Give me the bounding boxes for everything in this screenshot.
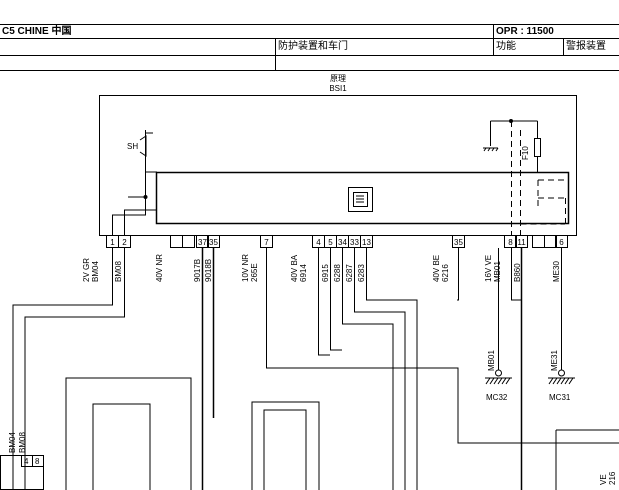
connector-pin-label: 6 xyxy=(559,238,564,247)
connector-pin-label: 1 xyxy=(110,238,115,247)
wire-label: 40V NR xyxy=(155,254,164,282)
wire-label: 6283 xyxy=(357,264,366,282)
dashed-paths xyxy=(511,121,566,235)
wire-label: B860 xyxy=(513,263,522,282)
wire-label: 2V GR xyxy=(82,258,91,282)
connector-pin-label: 33 xyxy=(350,238,359,247)
wire-label: 9018B xyxy=(204,259,213,282)
wire-label: 6216 xyxy=(441,264,450,282)
connector-pin-label: 8 xyxy=(508,238,513,247)
ground-mb01-icon xyxy=(485,369,512,385)
wire-label: 16V VE xyxy=(484,255,493,282)
wire-label: 6915 xyxy=(321,264,330,282)
left-pin-8: 8 xyxy=(35,457,40,466)
function-label: 功能 xyxy=(496,41,516,52)
ground2-ref: MC31 xyxy=(549,393,571,402)
ground1-ref: MC32 xyxy=(486,393,508,402)
left-label-bm08: BM08 xyxy=(18,432,27,453)
connector-pin-label: 5 xyxy=(328,238,333,247)
sh-switch-icon xyxy=(128,130,157,198)
wire-label: BM08 xyxy=(114,261,123,282)
vehicle-model: C5 CHINE 中国 xyxy=(2,26,72,37)
fuse-f10-icon xyxy=(483,120,541,173)
wire-label: 6288 xyxy=(333,264,342,282)
wire-label: BM04 xyxy=(91,261,100,282)
connector-pin-label: 4 xyxy=(316,238,321,247)
left-label-bm04: BM04 xyxy=(8,432,17,453)
connector-blank-cell xyxy=(182,235,195,248)
connector-pin-label: 7 xyxy=(264,238,269,247)
wire-label: 6914 xyxy=(299,264,308,282)
wire-label: 40V BA xyxy=(290,254,299,282)
right-edge-label-1: VE xyxy=(599,474,608,485)
module-label: BSI1 xyxy=(329,84,347,93)
wire-label: ME30 xyxy=(552,261,561,282)
connector-blank-cell xyxy=(544,235,557,248)
wire-label: 40V BE xyxy=(432,255,441,282)
left-pin-4: 4 xyxy=(24,457,29,466)
wire-label: 10V NR xyxy=(241,254,250,282)
connector-pin-cell xyxy=(196,235,209,248)
connector-pin-cell xyxy=(118,235,131,248)
ground1-label: MB01 xyxy=(487,350,496,371)
connector-pin-cell xyxy=(360,235,373,248)
connector-blank-cell xyxy=(170,235,183,248)
connector-pin-label: 35 xyxy=(454,238,463,247)
sh-label: SH xyxy=(127,142,138,151)
section-title: 防护装置和车门 xyxy=(278,41,348,52)
right-edge-label-2: 216 xyxy=(608,471,617,485)
chip-icon xyxy=(348,187,373,212)
wire-label: 265E xyxy=(250,263,259,282)
diagram-title: 原理 xyxy=(330,74,346,83)
connector-pin-label: 13 xyxy=(362,238,371,247)
connector-pin-label: 34 xyxy=(338,238,347,247)
connector-pin-cell xyxy=(207,235,220,248)
wires xyxy=(12,197,619,490)
connector-pin-cell xyxy=(504,235,517,248)
connector-pin-label: 11 xyxy=(517,238,526,247)
connector-pin-label: 2 xyxy=(122,238,127,247)
title-block: C5 CHINE 中国 OPR : 11500 防护装置和车门 功能 警报装置 xyxy=(0,0,619,72)
fuse-label: F10 xyxy=(521,146,530,160)
bsi-module-box xyxy=(99,95,577,236)
connector-pin-cell xyxy=(515,235,528,248)
title-block-lines xyxy=(0,24,619,71)
connector-pin-cell xyxy=(260,235,273,248)
controller-box xyxy=(155,171,570,225)
connector-pin-cell xyxy=(452,235,465,248)
opr-number: OPR : 11500 xyxy=(496,26,554,37)
ground-me31-icon xyxy=(548,369,575,385)
connector-pin-label: 37 xyxy=(198,238,207,247)
function-value: 警报装置 xyxy=(566,41,606,52)
connector-pin-label: 35 xyxy=(209,238,218,247)
wire-label: 9017B xyxy=(193,259,202,282)
connector-blank-cell xyxy=(532,235,545,248)
connector-pin-cell xyxy=(555,235,568,248)
wire-label: 6287 xyxy=(345,264,354,282)
wire-label: MB01 xyxy=(493,261,502,282)
ground2-label: ME31 xyxy=(550,350,559,371)
